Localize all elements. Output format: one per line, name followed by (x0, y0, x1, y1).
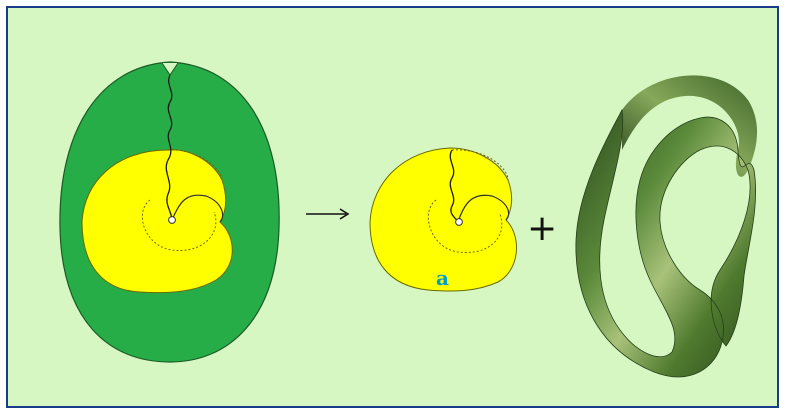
center-point (168, 216, 176, 224)
mobius-band-front (575, 108, 757, 378)
green-disc-figure (59, 61, 280, 363)
yellow-region-dotted (427, 149, 509, 254)
spiral-cut-line (171, 194, 224, 223)
yellow-region-wavy-cut (449, 149, 459, 223)
yellow-spiral-region (81, 149, 233, 294)
mobius-band-back (622, 75, 758, 177)
label-a: a (436, 266, 449, 290)
arrow-right-icon (306, 208, 350, 220)
yellow-region-inner-cut (457, 194, 510, 223)
plus-icon: + (527, 208, 557, 249)
spiral-dotted-line (141, 149, 223, 251)
yellow-region-a (369, 147, 517, 292)
wavy-cut-line (165, 74, 173, 221)
yellow-region-figure: a (369, 147, 517, 292)
yellow-center-point (455, 218, 463, 226)
mobius-strip-icon (575, 75, 758, 378)
